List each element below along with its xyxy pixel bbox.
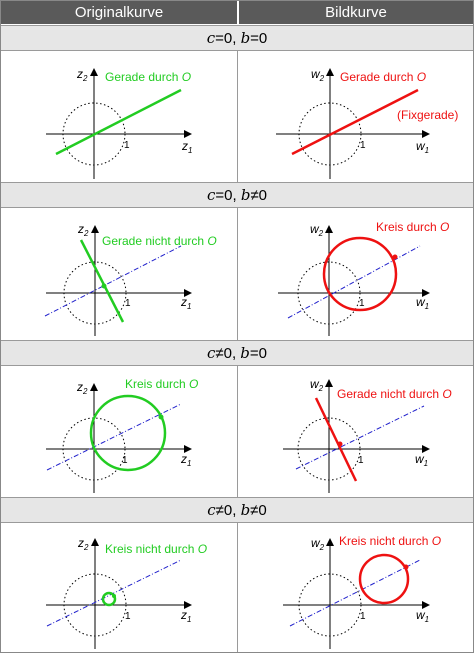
- helper-line: [289, 559, 421, 627]
- header-image: Bildkurve: [239, 1, 473, 24]
- y-axis-label: z2: [76, 380, 88, 396]
- tick-1: 1: [358, 455, 364, 466]
- panel-row1-image: 1 w1 w2 Gerade durch O (Fixgerade): [276, 67, 458, 179]
- helper-line: [295, 405, 425, 470]
- line-not-through-origin: [79, 239, 125, 323]
- curve-label: Gerade nicht durch O: [102, 234, 217, 248]
- curve-label: Kreis durch O: [125, 377, 198, 391]
- x-axis-label: z1: [180, 608, 191, 624]
- panel-row1-original: 1 z1 z2 Gerade durch O: [46, 67, 192, 179]
- y-axis-label: z2: [77, 222, 89, 238]
- curve-label: Kreis nicht durch O: [339, 534, 441, 548]
- panel-divider-2: [237, 208, 238, 340]
- panel-row4-original: 1 z1 z2 Kreis nicht durch O: [46, 536, 207, 649]
- y-axis-label: w2: [310, 377, 324, 393]
- x-axis-label: z1: [180, 295, 191, 311]
- circle-point: [112, 594, 116, 598]
- curve-label: Gerade durch O: [105, 70, 191, 84]
- tick-1: 1: [125, 298, 131, 309]
- image-circle: [358, 553, 410, 605]
- header-original: Originalkurve: [1, 1, 237, 24]
- image-circle: [322, 236, 398, 312]
- panel-row3-original: 1 z1 z2 Kreis durch O: [46, 377, 198, 493]
- x-axis-label: w1: [415, 452, 428, 468]
- section-title-4: c≠0, b≠0: [1, 497, 473, 523]
- x-axis-label: z1: [181, 139, 192, 155]
- panel-row2-original: 1 z1 z2 Gerade nicht durch O: [44, 222, 217, 336]
- panel-row4-image: 1 w1 w2 Kreis nicht durch O: [283, 534, 441, 649]
- fixed-line-note: (Fixgerade): [397, 108, 458, 122]
- panel-divider-3: [237, 366, 238, 497]
- line-through-origin: [55, 88, 182, 156]
- small-circle: [101, 591, 117, 607]
- tick-1: 1: [124, 140, 130, 151]
- foot-point: [101, 283, 107, 289]
- helper-line: [46, 559, 182, 627]
- tick-1: 1: [359, 298, 365, 309]
- section-title-1: c=0, b=0: [1, 25, 473, 51]
- tick-1: 1: [360, 140, 366, 151]
- y-axis-label: w2: [310, 222, 324, 238]
- x-axis-label: w1: [416, 139, 429, 155]
- x-axis-label: z1: [180, 452, 191, 468]
- curve-label: Kreis durch O: [376, 220, 449, 234]
- helper-line: [287, 245, 421, 319]
- line-not-through-origin: [314, 397, 358, 482]
- panel-divider-1: [237, 51, 238, 182]
- panel-row3-image: 1 w1 w2 Gerade nicht durch O: [283, 377, 452, 493]
- curve-label: Gerade nicht durch O: [337, 387, 452, 401]
- header-divider: [237, 1, 239, 24]
- section-title-3: c≠0, b=0: [1, 340, 473, 366]
- curve-label: Kreis nicht durch O: [105, 542, 207, 556]
- tick-1: 1: [125, 611, 131, 622]
- image-point: [403, 564, 409, 570]
- y-axis-label: w2: [311, 536, 325, 552]
- circle-through-origin: [89, 394, 167, 472]
- x-axis-label: w1: [416, 295, 429, 311]
- panel-row2-image: 1 w1 w2 Kreis durch O: [278, 220, 449, 336]
- section-title-2: c=0, b≠0: [1, 182, 473, 208]
- foot-point: [337, 441, 343, 447]
- x-axis-label: w1: [416, 608, 429, 624]
- y-axis-label: w2: [311, 67, 325, 83]
- helper-line: [46, 403, 182, 471]
- y-axis-label: z2: [76, 67, 88, 83]
- tick-1: 1: [122, 455, 128, 466]
- image-point: [392, 254, 398, 260]
- panel-divider-4: [237, 523, 238, 652]
- circle-point: [158, 414, 164, 420]
- fixed-line: [291, 88, 419, 156]
- y-axis-label: z2: [77, 536, 89, 552]
- curve-label: Gerade durch O: [340, 70, 426, 84]
- helper-line: [44, 245, 182, 317]
- tick-1: 1: [360, 611, 366, 622]
